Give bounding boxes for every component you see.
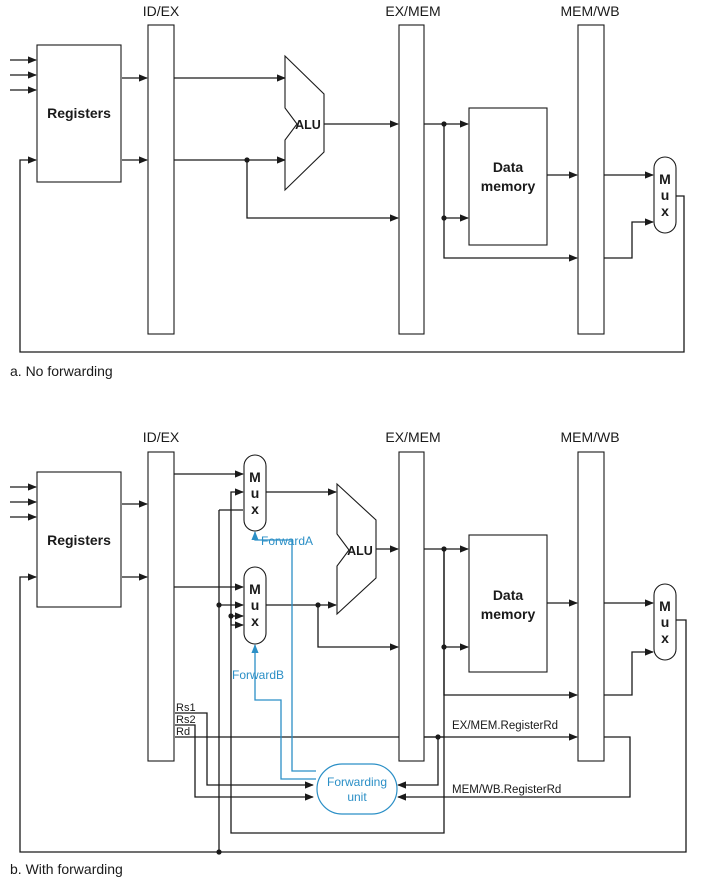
mux-letter-m: M <box>659 171 671 187</box>
caption-no-forwarding: a. No forwarding <box>10 363 113 379</box>
mem-wb-label: MEM/WB <box>560 429 619 445</box>
id-ex-pipeline-register <box>147 451 175 762</box>
wires <box>10 470 687 853</box>
alu-block <box>284 54 325 192</box>
id-ex-label: ID/EX <box>143 429 180 445</box>
mux-b-letter-u: u <box>251 597 260 613</box>
id-ex-label: ID/EX <box>143 3 180 19</box>
rd-label: Rd <box>176 726 190 738</box>
mux-wb-letter-u: u <box>661 614 670 630</box>
mux-a-letter-u: u <box>251 485 260 501</box>
id-ex-pipeline-register <box>147 24 175 335</box>
ex-mem-label: EX/MEM <box>385 429 440 445</box>
mux-forward-a <box>243 454 267 532</box>
diagram-no-forwarding: ID/EX EX/MEM MEM/WB Registers <box>10 3 685 379</box>
registers-block <box>36 44 122 183</box>
diagram-with-forwarding: ID/EX EX/MEM MEM/WB <box>10 429 687 877</box>
registers-label: Registers <box>47 105 111 121</box>
mem-wb-label: MEM/WB <box>560 3 619 19</box>
mux-wb-letter-m: M <box>659 598 671 614</box>
mux-wb-letter-x: x <box>661 630 669 646</box>
mux-letter-u: u <box>661 187 670 203</box>
wires <box>10 56 685 353</box>
rs2-label: Rs2 <box>176 714 196 726</box>
mem-wb-pipeline-register <box>577 451 605 762</box>
data-memory-label-line2: memory <box>481 606 536 622</box>
mux-b-letter-x: x <box>251 613 259 629</box>
mux-letter-x: x <box>661 203 669 219</box>
alu-label: ALU <box>347 544 373 558</box>
ex-mem-pipeline-register <box>398 24 425 335</box>
data-memory-label-line2: memory <box>481 178 536 194</box>
mux-a-letter-x: x <box>251 501 259 517</box>
rs1-label: Rs1 <box>176 702 196 714</box>
registers-block <box>36 471 122 608</box>
data-memory-block <box>468 107 548 246</box>
forward-b-label: ForwardB <box>232 668 284 682</box>
registers-label: Registers <box>47 532 111 548</box>
mux-b-letter-m: M <box>249 581 261 597</box>
forwarding-control-wires <box>251 531 316 780</box>
data-memory-label-line1: Data <box>493 159 524 175</box>
ex-mem-register-rd-label: EX/MEM.RegisterRd <box>452 720 558 732</box>
ex-mem-label: EX/MEM <box>385 3 440 19</box>
alu-label: ALU <box>295 118 321 132</box>
mem-wb-register-rd-label: MEM/WB.RegisterRd <box>452 784 561 796</box>
data-memory-label-line1: Data <box>493 587 524 603</box>
alu-block <box>336 482 377 616</box>
ex-mem-pipeline-register <box>398 451 425 762</box>
forwarding-unit-block <box>316 763 398 815</box>
forwarding-unit-label-line2: unit <box>347 790 367 804</box>
mux-a-letter-m: M <box>249 469 261 485</box>
mem-wb-pipeline-register <box>577 24 605 335</box>
caption-with-forwarding: b. With forwarding <box>10 861 123 877</box>
mux-writeback <box>653 583 677 661</box>
mux-block <box>653 156 677 234</box>
data-memory-block <box>468 534 548 673</box>
mux-forward-b <box>243 566 267 645</box>
forwarding-unit-label-line1: Forwarding <box>327 775 387 789</box>
forward-a-label: ForwardA <box>261 534 313 548</box>
